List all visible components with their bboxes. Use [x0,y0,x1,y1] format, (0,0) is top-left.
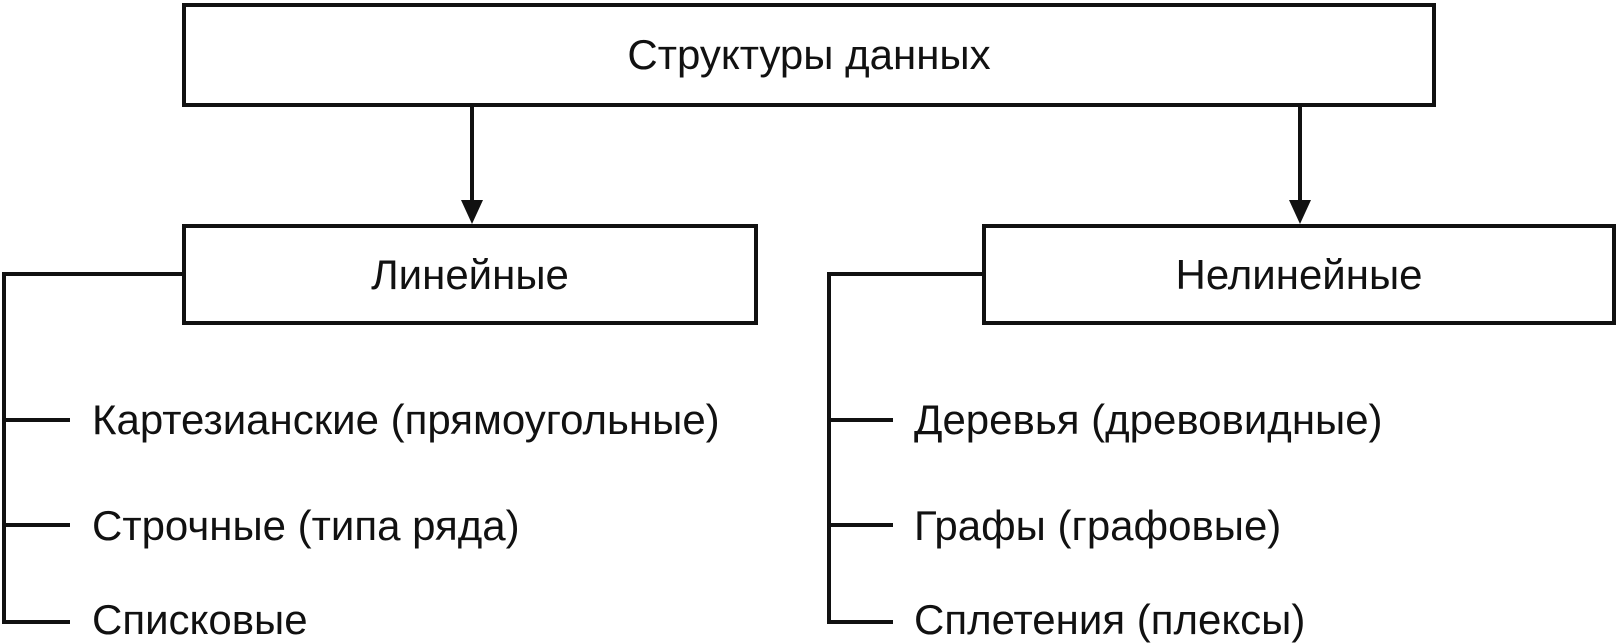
arrowhead-nonlinear-icon [1289,200,1311,224]
nonlinear-bracket-line [827,272,982,624]
linear-node-label: Линейные [371,250,569,298]
root-node-label: Структуры данных [627,31,991,78]
linear-node: Линейные [182,224,758,325]
linear-bracket-line [2,272,182,624]
nonlinear-item-graphs: Графы (графовые) [914,502,1282,549]
nonlinear-node: Нелинейные [982,224,1616,325]
linear-item-list: Списковые [92,596,308,643]
root-node: Структуры данных [182,3,1436,107]
nonlinear-item-trees: Деревья (древовидные) [914,396,1383,443]
nonlinear-item-plexes: Сплетения (плексы) [914,596,1306,643]
nonlinear-node-label: Нелинейные [1175,250,1423,298]
linear-item-row: Строчные (типа ряда) [92,502,520,549]
linear-item-cartesian: Картезианские (прямоугольные) [92,396,720,443]
arrowhead-linear-icon [461,200,483,224]
